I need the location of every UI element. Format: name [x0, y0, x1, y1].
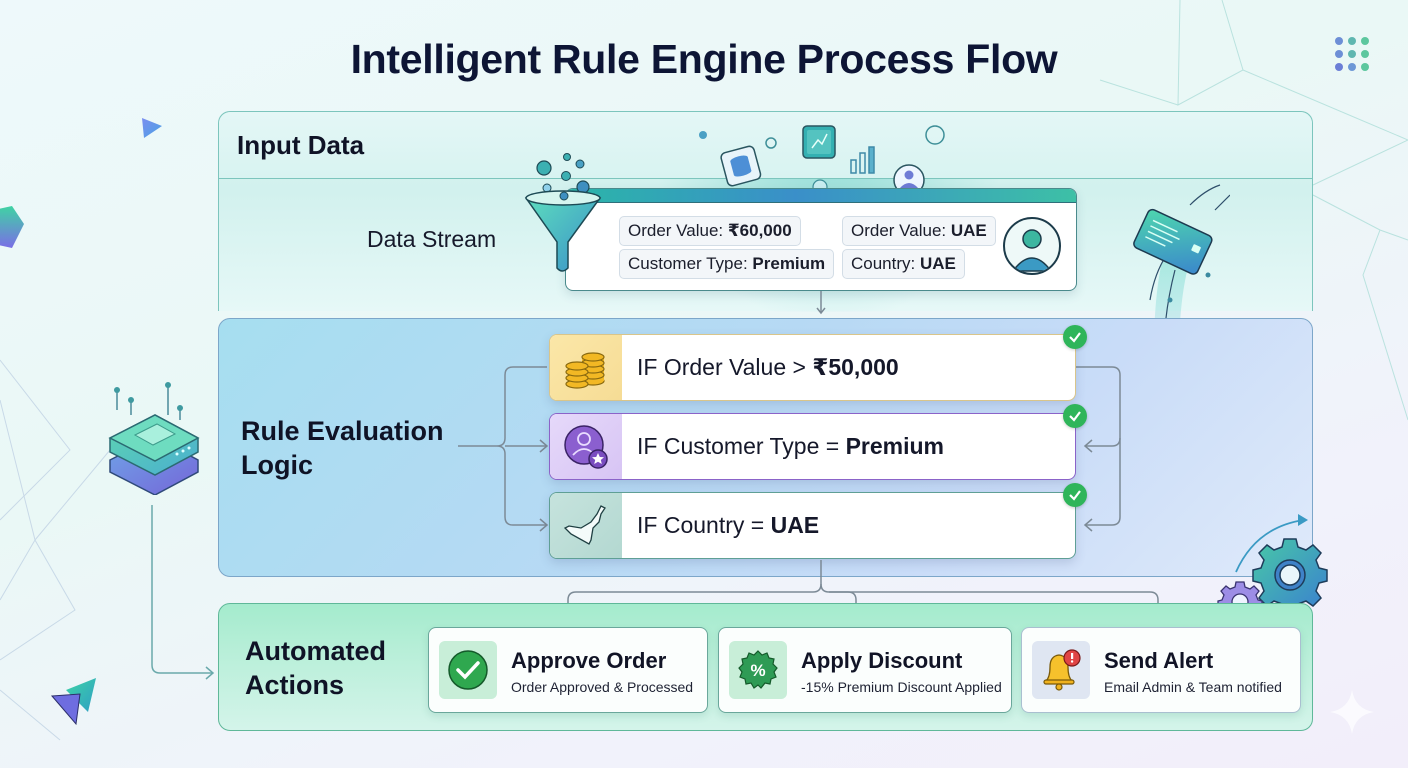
rule-text: IF Customer Type = Premium — [637, 433, 944, 460]
server-stack-icon — [108, 382, 200, 495]
field-key: Order Value: — [851, 221, 951, 240]
rule-condition: IF Country = — [637, 512, 771, 538]
action-card-send-alert[interactable]: Send Alert Email Admin & Team notified — [1021, 627, 1301, 713]
rule-text: IF Order Value > ₹50,000 — [637, 354, 899, 381]
check-icon — [1063, 483, 1087, 507]
field-value: UAE — [950, 221, 987, 240]
field-key: Customer Type: — [628, 254, 753, 273]
field-value: UAE — [919, 254, 956, 273]
bar-chart-icon — [850, 146, 875, 174]
field-chip: Order Value: ₹60,000 — [619, 216, 801, 246]
rule-card-country[interactable]: IF Country = UAE — [549, 483, 1087, 559]
hexagon-icon — [0, 206, 24, 248]
paper-plane-icon — [50, 678, 96, 726]
coins-icon — [550, 335, 622, 400]
rule-label-line2: Logic — [241, 450, 313, 480]
rule-branch-connector-left — [458, 366, 549, 532]
field-key: Country: — [851, 254, 920, 273]
server-to-actions-connector — [151, 505, 215, 680]
rule-condition: IF Order Value > — [637, 354, 813, 380]
funnel-icon — [524, 153, 602, 272]
action-title: Approve Order — [511, 648, 667, 673]
sparkle-icon — [1330, 690, 1374, 734]
check-icon — [1063, 404, 1087, 428]
triangle-icon — [142, 118, 162, 138]
field-chip: Country: UAE — [842, 249, 965, 279]
actions-label-line2: Actions — [245, 670, 345, 700]
chart-icon — [802, 125, 836, 159]
rule-label-line1: Rule Evaluation — [241, 416, 444, 446]
automated-actions-label: Automated Actions — [245, 634, 386, 702]
page-title: Intelligent Rule Engine Process Flow — [350, 36, 1058, 82]
check-circle-icon — [439, 641, 497, 699]
field-value: ₹60,000 — [727, 221, 792, 240]
premium-user-icon — [550, 414, 622, 479]
check-icon — [1063, 325, 1087, 349]
rule-text: IF Country = UAE — [637, 512, 819, 539]
stream-card-topbar — [566, 189, 1076, 203]
input-data-label: Input Data — [237, 130, 365, 160]
avatar-icon — [1003, 217, 1061, 275]
alert-bell-icon — [1032, 641, 1090, 699]
rule-value: ₹50,000 — [812, 354, 899, 380]
rule-condition: IF Customer Type = — [637, 433, 846, 459]
svg-text:%: % — [750, 661, 765, 680]
action-title: Apply Discount — [801, 648, 963, 673]
action-subtitle: -15% Premium Discount Applied — [801, 679, 1002, 695]
field-key: Order Value: — [628, 221, 728, 240]
rule-value: UAE — [770, 512, 820, 538]
discount-badge-icon: % — [729, 641, 787, 699]
field-value: Premium — [752, 254, 826, 273]
action-card-apply-discount[interactable]: % Apply Discount -15% Premium Discount A… — [718, 627, 1012, 713]
database-icon — [720, 145, 762, 187]
rule-branch-connector-right — [1076, 366, 1121, 532]
rule-card-order-value[interactable]: IF Order Value > ₹50,000 — [549, 325, 1087, 401]
action-subtitle: Email Admin & Team notified — [1104, 679, 1282, 695]
action-card-approve-order[interactable]: Approve Order Order Approved & Processed — [428, 627, 708, 713]
input-to-rules-connector — [816, 291, 826, 315]
uae-map-icon — [550, 493, 622, 558]
action-title: Send Alert — [1104, 648, 1214, 673]
dots-grid-icon — [1335, 37, 1369, 71]
action-subtitle: Order Approved & Processed — [511, 679, 694, 695]
input-data-header: Input Data — [219, 112, 1312, 179]
field-chip: Customer Type: Premium — [619, 249, 835, 279]
rule-evaluation-label: Rule Evaluation Logic — [241, 414, 444, 482]
data-stream-label: Data Stream — [367, 226, 497, 252]
rule-card-customer-type[interactable]: IF Customer Type = Premium — [549, 404, 1087, 480]
floating-data-icons — [699, 125, 945, 196]
actions-label-line1: Automated — [245, 636, 386, 666]
rule-value: Premium — [845, 433, 945, 459]
field-chip: Order Value: UAE — [842, 216, 996, 246]
